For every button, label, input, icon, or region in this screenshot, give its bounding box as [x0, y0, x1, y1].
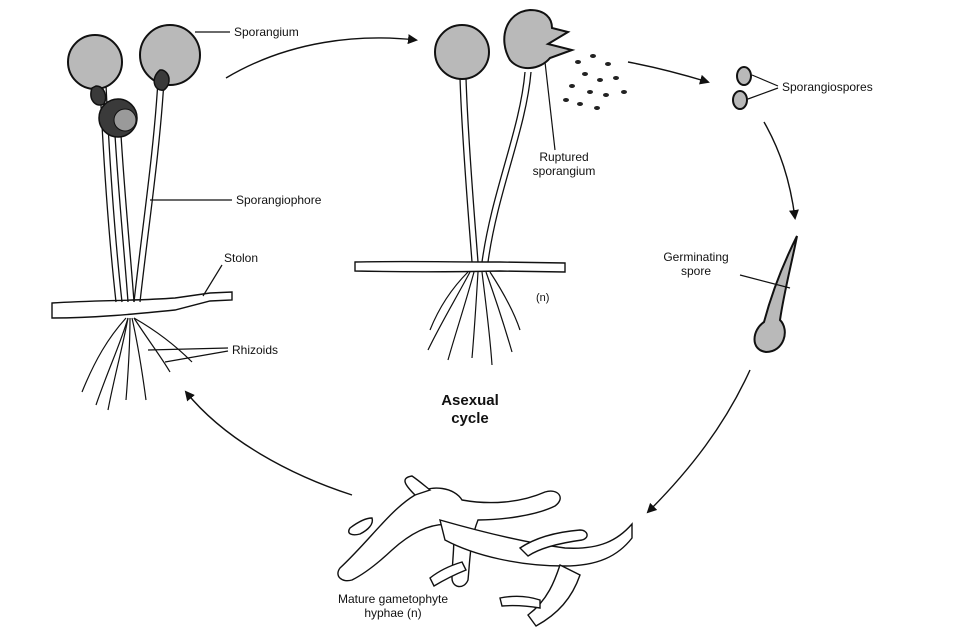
- label-germinating-line1: Germinating: [663, 250, 729, 264]
- arrow-lower-left: [184, 390, 353, 496]
- label-mature-line1: Mature gametophyte: [337, 592, 449, 606]
- label-ruptured-line2: sporangium: [532, 164, 596, 178]
- label-ruptured-sporangium: Ruptured sporangium: [522, 150, 606, 178]
- label-sporangiophore: Sporangiophore: [236, 193, 322, 207]
- sporangium-left-2: [139, 24, 201, 86]
- label-sporangiospores: Sporangiospores: [782, 80, 873, 94]
- left-stolon: [51, 291, 233, 319]
- sporangium-left-1: [67, 34, 123, 90]
- middle-sporangia: [434, 8, 576, 80]
- left-mold-structure: [51, 24, 233, 411]
- label-asexual-line2: cycle: [451, 410, 489, 427]
- arrow-lower-right: [646, 369, 751, 514]
- label-sporangium: Sporangium: [234, 25, 299, 39]
- arrow-right: [763, 121, 799, 220]
- arrow-spores: [627, 61, 710, 85]
- left-rhizoids: [81, 317, 193, 411]
- sporangiospore-pair: [732, 66, 752, 110]
- middle-sporangiophores: [459, 71, 532, 263]
- ruptured-sporangium: [503, 8, 576, 69]
- sporangium-middle: [434, 24, 490, 80]
- middle-mold-structure: [354, 8, 627, 366]
- label-mature-line2: hyphae (n): [364, 606, 422, 620]
- released-spores: [563, 54, 627, 110]
- label-rhizoids: Rhizoids: [232, 343, 279, 357]
- label-asexual-cycle: Asexual cycle: [430, 392, 510, 428]
- label-stolon: Stolon: [224, 251, 259, 265]
- label-ploidy-n: (n): [536, 292, 550, 304]
- middle-rhizoids: [427, 271, 521, 366]
- label-ruptured-line1: Ruptured: [539, 150, 589, 164]
- label-asexual-line1: Asexual: [441, 392, 499, 409]
- germinating-spore: [753, 235, 798, 354]
- cycle-arrows: [184, 34, 799, 514]
- label-mature-gametophyte: Mature gametophyte hyphae (n): [318, 592, 468, 620]
- label-germinating-line2: spore: [680, 264, 712, 278]
- gametophyte-hyphae: [337, 475, 633, 627]
- arrow-top: [225, 34, 418, 79]
- left-sporangia: [67, 24, 201, 138]
- leader-lines: [147, 31, 791, 363]
- middle-stolon: [354, 260, 566, 273]
- label-germinating-spore: Germinating spore: [648, 250, 744, 278]
